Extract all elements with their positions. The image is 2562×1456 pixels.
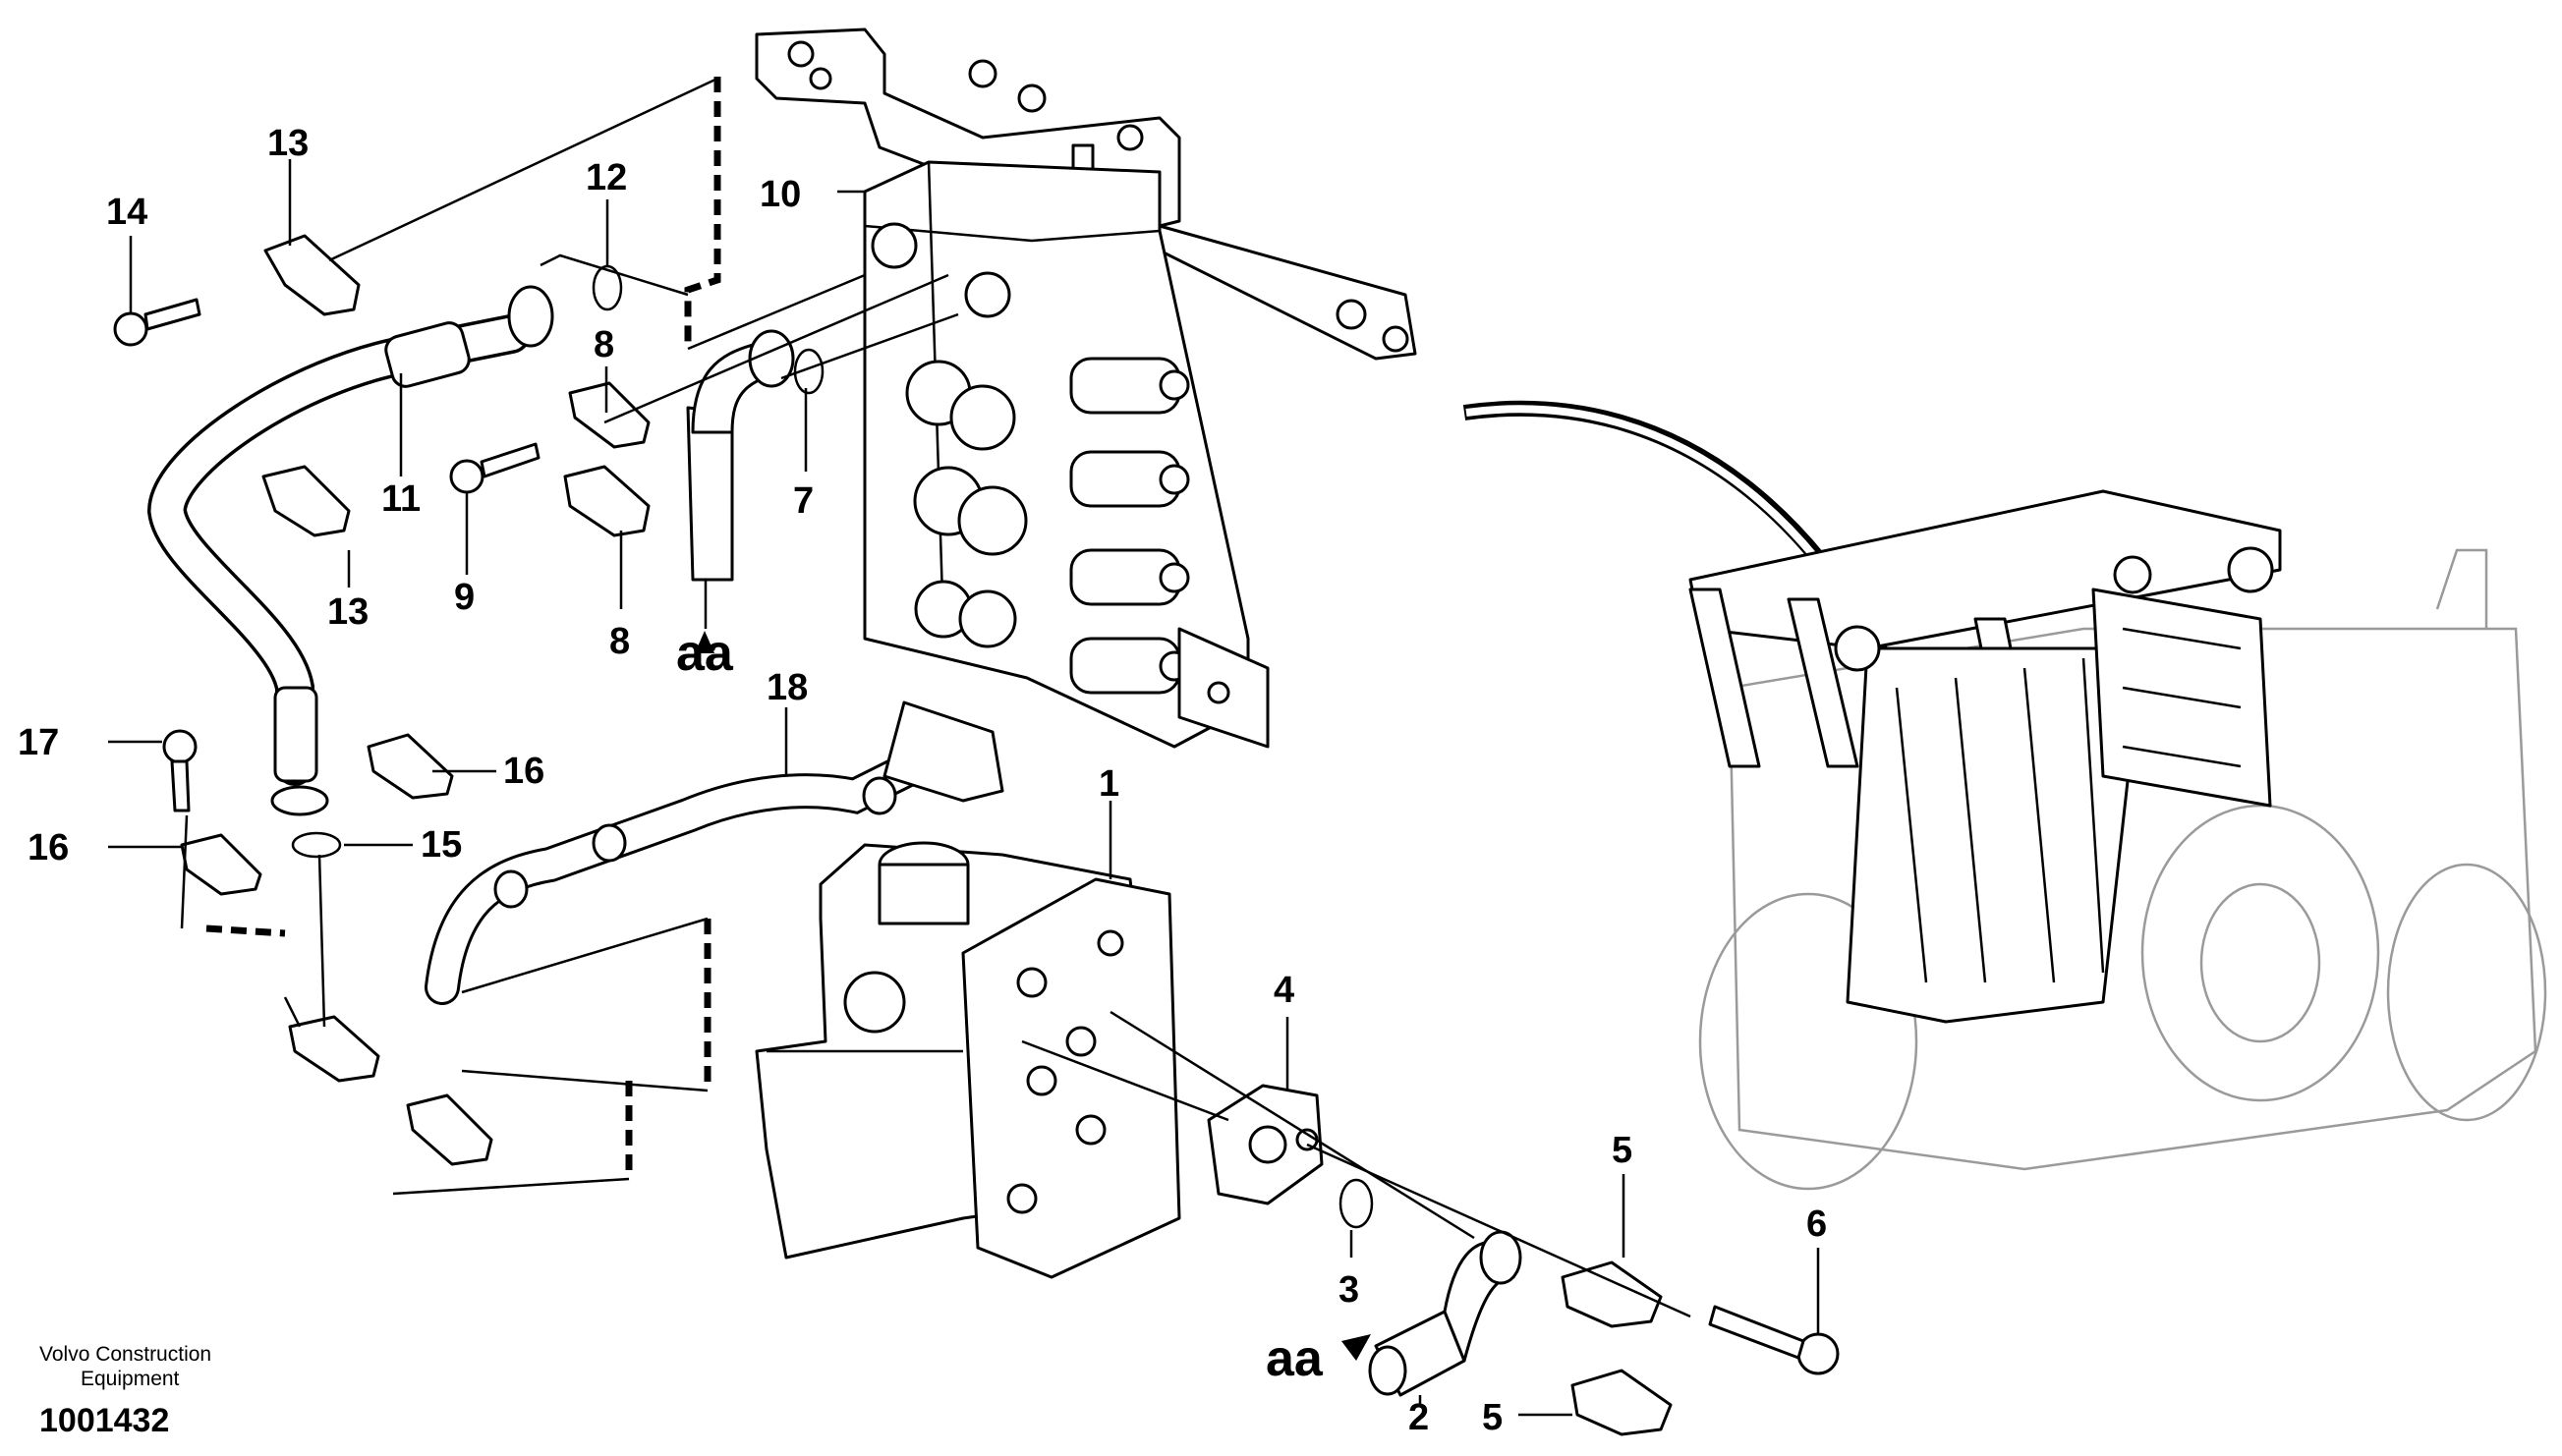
bolt-17	[162, 729, 198, 812]
aa-label-top: aa	[676, 625, 734, 682]
callout-1: 1	[1099, 763, 1119, 805]
callout-4: 4	[1274, 970, 1294, 1011]
pump-1	[755, 841, 1181, 1279]
elbow-2	[1368, 1230, 1522, 1397]
callout-9: 9	[454, 577, 475, 618]
callout-14: 14	[106, 192, 147, 233]
callout-7: 7	[793, 480, 814, 522]
bolts	[113, 298, 1840, 1375]
callout-17: 17	[18, 722, 59, 763]
control-valve	[863, 160, 1270, 749]
callout-12: 12	[586, 157, 627, 198]
aa-arrow-bottom	[1341, 1334, 1371, 1361]
bolt-14	[113, 298, 201, 347]
callout-16-right: 16	[503, 751, 544, 792]
callout-6: 6	[1806, 1204, 1827, 1245]
callout-numbers: 1 2 3 4 5 5 6 7 8 8 9 10 11 12 13 13 14 …	[18, 123, 1827, 1438]
callout-18: 18	[767, 667, 808, 708]
callout-3: 3	[1338, 1269, 1359, 1311]
bolt-9	[449, 442, 541, 494]
hose-11	[146, 285, 554, 816]
callout-11: 11	[381, 478, 421, 520]
footer: Volvo Construction Equipment 1001432	[39, 1343, 211, 1439]
aa-label-bottom: aa	[1266, 1330, 1324, 1387]
maker-line-2: Equipment	[81, 1368, 180, 1390]
callout-5-bottom: 5	[1482, 1397, 1503, 1438]
elbow-hose-top	[686, 329, 795, 582]
assembly-lines	[180, 77, 1691, 1318]
o-ring-7	[793, 348, 825, 395]
callout-2: 2	[1408, 1397, 1429, 1438]
callout-5-top: 5	[1612, 1130, 1632, 1171]
callout-16-left: 16	[28, 827, 69, 868]
leader-lines	[108, 159, 1820, 1417]
machine-illustration	[1688, 489, 2547, 1191]
callout-8-bottom: 8	[609, 621, 630, 662]
callout-13-bottom: 13	[327, 591, 369, 633]
aa-arrow-top	[695, 631, 714, 653]
maker-line-1: Volvo Construction	[39, 1343, 211, 1366]
callout-8-top: 8	[594, 324, 614, 365]
callout-15: 15	[421, 824, 462, 866]
split-flanges	[180, 234, 1673, 1436]
callout-13-top: 13	[267, 123, 309, 164]
o-ring-3	[1338, 1178, 1374, 1229]
callout-10: 10	[760, 174, 801, 215]
pipe-18	[425, 700, 1004, 1005]
dashed-lines	[205, 77, 721, 1179]
adapter-4	[1207, 1084, 1324, 1205]
document-number: 1001432	[39, 1402, 169, 1439]
o-ring-15	[291, 831, 342, 859]
